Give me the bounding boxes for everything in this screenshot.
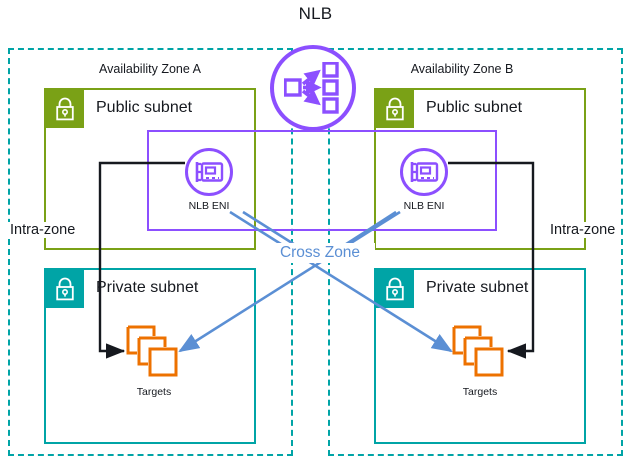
nlb-eni-b-label: NLB ENI <box>403 200 445 212</box>
cross-zone-label: Cross Zone <box>265 243 375 263</box>
intra-zone-a-label: Intra-zone <box>8 222 78 238</box>
availability-zone-b-label: Availability Zone B <box>410 62 514 76</box>
lock-icon <box>376 90 414 128</box>
targets-a-label: Targets <box>136 386 172 398</box>
targets-stack-icon <box>452 325 508 377</box>
page-title: NLB <box>298 4 333 23</box>
targets-b-label: Targets <box>462 386 498 398</box>
private-subnet-b-label: Private subnet <box>426 279 529 296</box>
public-subnet-b-label: Public subnet <box>426 99 523 116</box>
availability-zone-a-label: Availability Zone A <box>99 62 201 76</box>
network-interface-icon <box>400 148 448 196</box>
nlb-eni-a-label: NLB ENI <box>188 200 230 212</box>
targets-stack-icon <box>126 325 182 377</box>
lock-icon <box>46 270 84 308</box>
network-interface-icon <box>185 148 233 196</box>
public-subnet-a-label: Public subnet <box>96 99 193 116</box>
lock-icon <box>46 90 84 128</box>
intra-zone-b-label: Intra-zone <box>548 222 618 238</box>
private-subnet-a-label: Private subnet <box>96 279 199 296</box>
lock-icon <box>376 270 414 308</box>
network-load-balancer-icon <box>270 45 356 131</box>
